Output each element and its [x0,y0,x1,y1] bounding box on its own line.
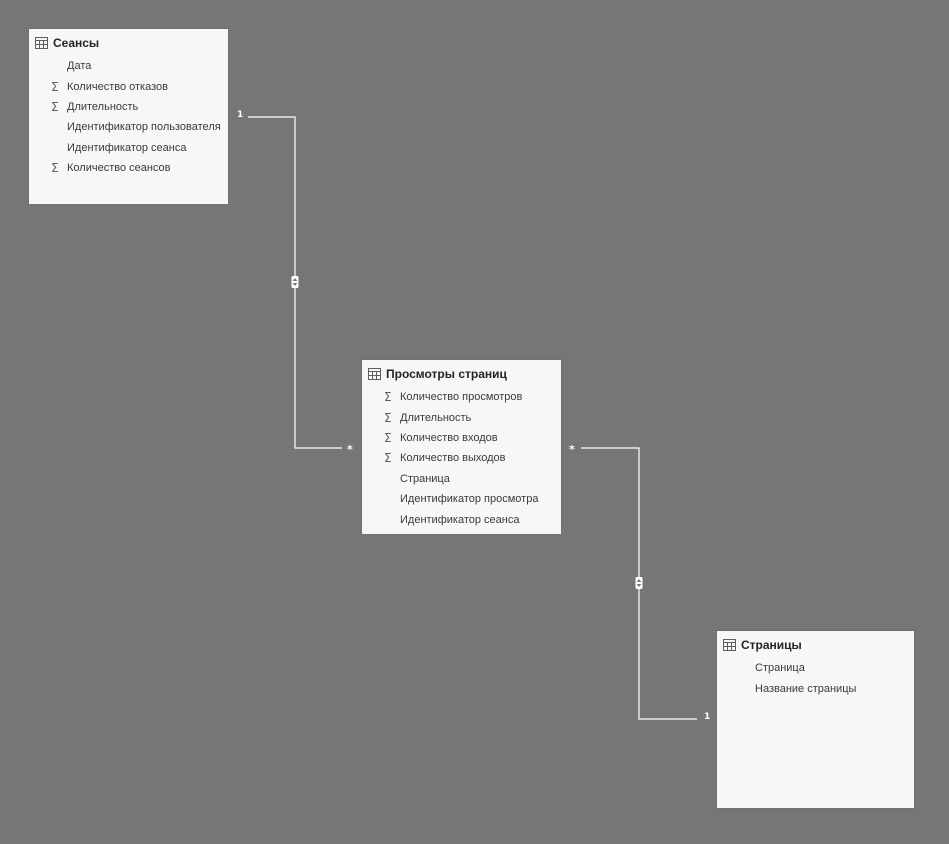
table-icon [35,37,48,49]
field-label: Длительность [67,100,139,113]
sigma-icon: Σ [384,451,392,466]
table-title: Просмотры страниц [386,367,507,381]
field-label: Количество выходов [400,452,506,465]
field-item[interactable]: Идентификатор просмотра [362,489,561,509]
cardinality-many-label: * [347,443,353,456]
field-list: Страница Название страницы [717,658,914,699]
field-label: Идентификатор сеанса [67,141,187,154]
field-label: Страница [400,472,450,485]
field-item[interactable]: Σ Количество просмотров [362,387,561,407]
table-card-pageviews[interactable]: Просмотры страниц Σ Количество просмотров… [362,360,561,534]
field-item[interactable]: Σ Длительность [29,97,228,117]
field-item[interactable]: Σ Количество сеансов [29,158,228,178]
field-label: Идентификатор просмотра [400,493,539,506]
table-card-header[interactable]: Сеансы [29,29,228,56]
field-item[interactable]: Название страницы [717,678,914,698]
bidirectional-arrow-icon [635,577,643,589]
sigma-icon: Σ [384,430,392,445]
field-label: Дата [67,60,92,73]
sigma-icon: Σ [51,161,59,176]
cardinality-many-label: * [569,443,575,456]
sigma-icon: Σ [51,79,59,94]
field-item[interactable]: Идентификатор сеанса [29,138,228,158]
field-label: Страница [755,662,805,675]
field-label: Количество входов [400,431,498,444]
relationship-sessions-pageviews[interactable] [248,116,342,449]
field-item[interactable]: Σ Количество выходов [362,448,561,468]
table-card-header[interactable]: Страницы [717,631,914,658]
field-list: Дата Σ Количество отказов Σ Длительность И… [29,56,228,178]
field-label: Количество просмотров [400,391,523,404]
field-label: Длительность [400,411,472,424]
cardinality-one-label: 1 [704,712,711,722]
table-icon [723,639,736,651]
sigma-icon: Σ [384,390,392,405]
sigma-icon: Σ [384,410,392,425]
field-list: Σ Количество просмотров Σ Длительность Σ Ко… [362,387,561,530]
table-card-header[interactable]: Просмотры страниц [362,360,561,387]
relationship-pageviews-pages[interactable] [581,447,697,720]
field-item[interactable]: Страница [362,469,561,489]
field-item[interactable]: Страница [717,658,914,678]
bidirectional-arrow-icon [291,276,299,288]
field-label: Идентификатор пользователя [67,121,221,134]
table-title: Страницы [741,638,802,652]
cardinality-one-label: 1 [237,110,244,120]
field-item[interactable]: Σ Количество отказов [29,76,228,96]
table-card-pages[interactable]: Страницы Страница Название страницы [717,631,914,808]
field-item[interactable]: Σ Количество входов [362,428,561,448]
sigma-icon: Σ [51,99,59,114]
table-title: Сеансы [53,36,100,50]
field-label: Идентификатор сеанса [400,513,520,526]
field-label: Название страницы [755,682,857,695]
table-icon [368,368,381,380]
field-item[interactable]: Идентификатор пользователя [29,117,228,137]
field-item[interactable]: Идентификатор сеанса [362,509,561,529]
field-item[interactable]: Дата [29,56,228,76]
field-label: Количество отказов [67,80,168,93]
field-label: Количество сеансов [67,162,171,175]
table-card-sessions[interactable]: Сеансы Дата Σ Количество отказов Σ Длитель… [29,29,228,204]
field-item[interactable]: Σ Длительность [362,407,561,427]
